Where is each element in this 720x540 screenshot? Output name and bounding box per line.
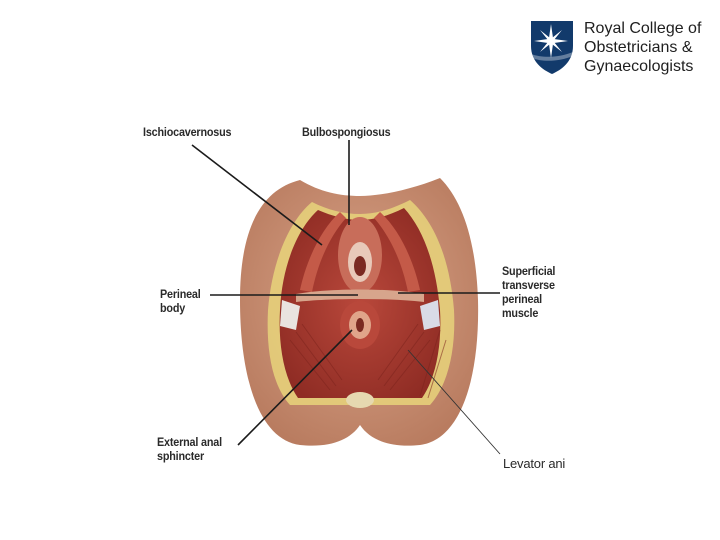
label-perineal-body-line-1: Perineal bbox=[160, 287, 201, 301]
label-external-anal-sphincter: External anal sphincter bbox=[157, 435, 222, 463]
label-stpm-line-4: muscle bbox=[502, 306, 539, 320]
label-perineal-body-line-2: body bbox=[160, 301, 186, 315]
ischiocavernosus-muscle bbox=[300, 212, 346, 292]
ischiocavernosus-muscle-right bbox=[374, 212, 420, 292]
label-eas-line-2: sphincter bbox=[157, 449, 204, 463]
label-superficial-transverse-perineal-muscle: Superficial transverse perineal muscle bbox=[502, 264, 555, 320]
fascia-patch-right bbox=[420, 300, 440, 330]
leader-lines bbox=[191, 140, 500, 446]
superficial-transverse-muscle bbox=[296, 289, 424, 302]
label-levator-ani: Levator ani bbox=[503, 456, 566, 471]
fascia-patch-left bbox=[280, 300, 300, 330]
vaginal-introitus bbox=[354, 256, 366, 276]
leader-external-anal-sphincter bbox=[237, 329, 353, 446]
coccyx-region bbox=[346, 392, 374, 408]
levator-ani-fibres bbox=[289, 323, 447, 399]
anus bbox=[356, 318, 364, 332]
label-bulbospongiosus: Bulbospongiosus bbox=[302, 125, 391, 139]
label-stpm-line-3: perineal bbox=[502, 292, 542, 306]
rcog-shield-icon bbox=[531, 21, 573, 74]
logo-line-3: Gynaecologists bbox=[584, 58, 694, 75]
label-stpm-line-2: transverse bbox=[502, 278, 555, 292]
label-ischiocavernosus: Ischiocavernosus bbox=[143, 125, 232, 139]
logo-line-1: Royal College of bbox=[584, 20, 702, 37]
rcog-wordmark: Royal College of Obstetricians & Gynaeco… bbox=[584, 19, 708, 76]
label-stpm-line-1: Superficial bbox=[502, 264, 556, 278]
leader-ischiocavernosus bbox=[191, 144, 323, 246]
rcog-logo: Royal College of Obstetricians & Gynaeco… bbox=[528, 18, 708, 78]
label-eas-line-1: External anal bbox=[157, 435, 222, 449]
label-perineal-body: Perineal body bbox=[160, 287, 201, 315]
logo-line-2: Obstetricians & bbox=[584, 39, 693, 56]
leader-levator-ani bbox=[407, 349, 501, 455]
